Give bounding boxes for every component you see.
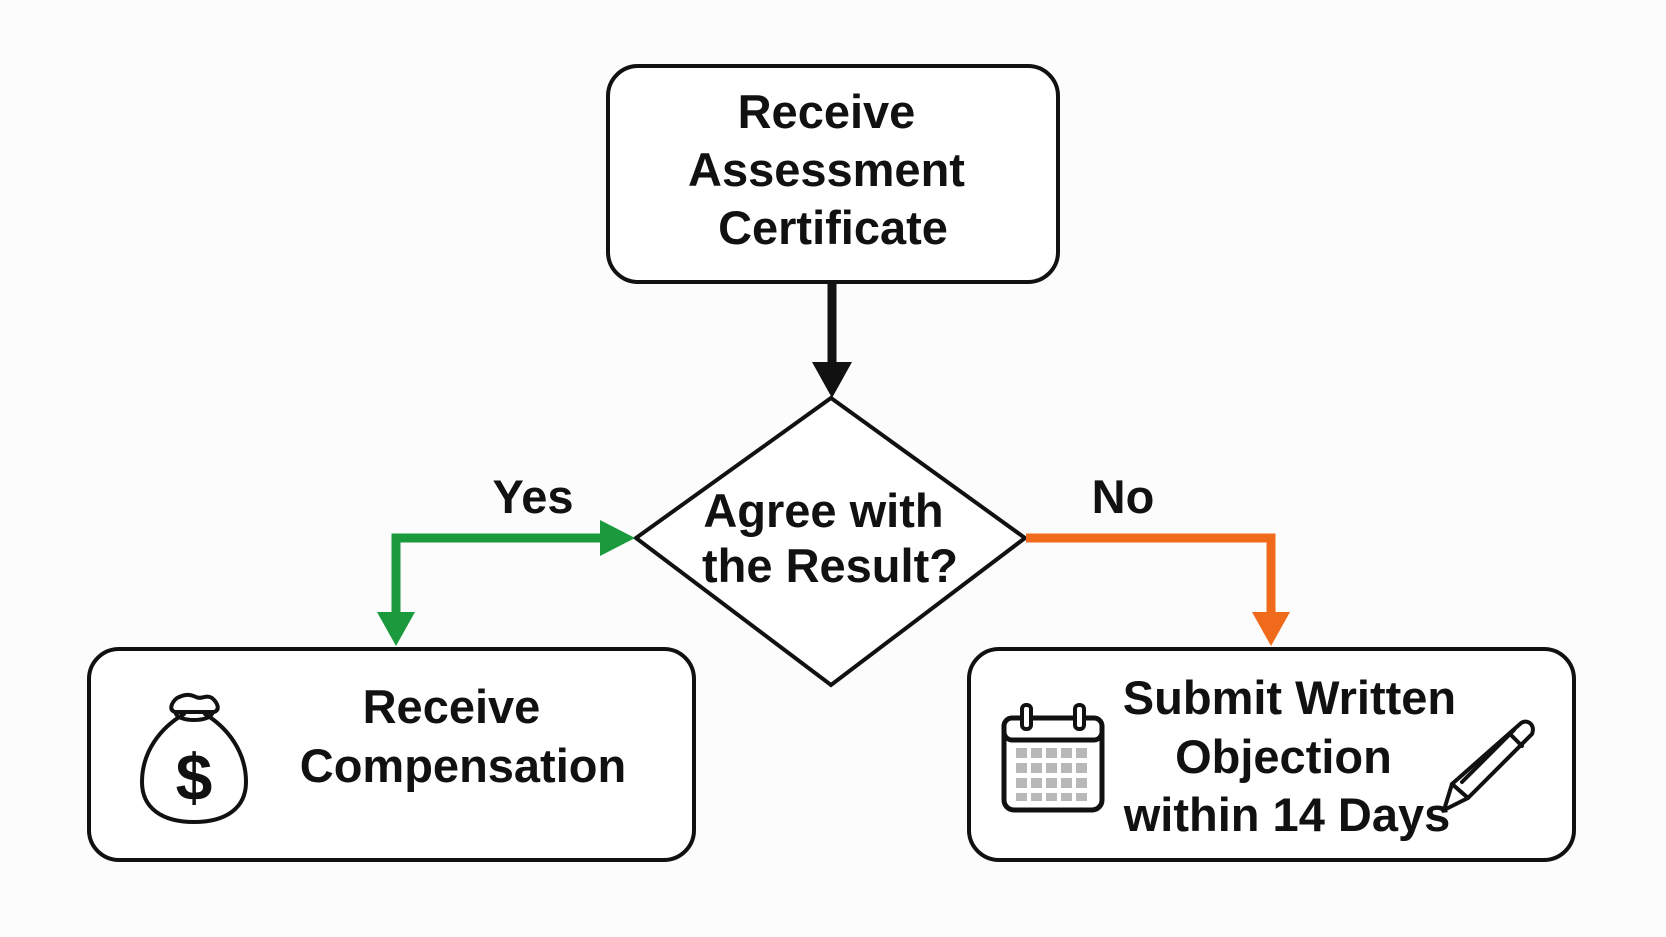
yes-outcome-line-1: Receive [363,680,541,733]
no-outcome-node: Submit Written Objection within 14 Days [967,647,1576,862]
yes-outcome-line-2: Compensation [300,739,626,792]
yes-branch: Yes [377,470,635,646]
start-node-line-1: Receive [738,85,916,138]
yes-branch-arrowhead-down [377,612,415,646]
calendar-icon [1001,703,1105,813]
decision-node: Agree with the Result? [632,395,1029,688]
yes-branch-arrowhead-right [600,520,635,556]
no-branch-arrowhead-down [1252,612,1290,646]
svg-text:Agree with the Result?: Agree with the Result? [702,484,958,592]
decision-node-line-1: Agree with [703,484,943,537]
no-label: No [1092,470,1155,523]
yes-outcome-node: $ Receive Compensation [87,647,696,862]
start-node: Receive Assessment Certificate [606,64,1060,284]
money-bag-icon [140,692,248,824]
no-outcome-line-3: within 14 Days [1123,788,1451,841]
pen-icon [1442,719,1535,812]
no-branch: No [1026,470,1290,646]
main-arrow [812,282,852,398]
svg-text:Receive Compensation: Receive Compensation [300,680,626,792]
yes-branch-line [391,533,600,615]
svg-text:Receive Assessment: Receive Assessment Certificate [688,85,978,254]
no-outcome-line-2: Objection [1175,730,1392,783]
no-branch-line [1026,533,1276,615]
money-bag-dollar: $ [176,740,213,814]
no-outcome-line-1: Submit Written [1123,671,1456,724]
start-node-line-2: Assessment [688,143,965,196]
decision-node-line-2: the Result? [702,539,958,592]
yes-label: Yes [492,470,573,523]
svg-text:Submit Written Objection: Submit Written Objection within 14 Days [1123,671,1469,841]
start-node-line-3: Certificate [718,201,948,254]
